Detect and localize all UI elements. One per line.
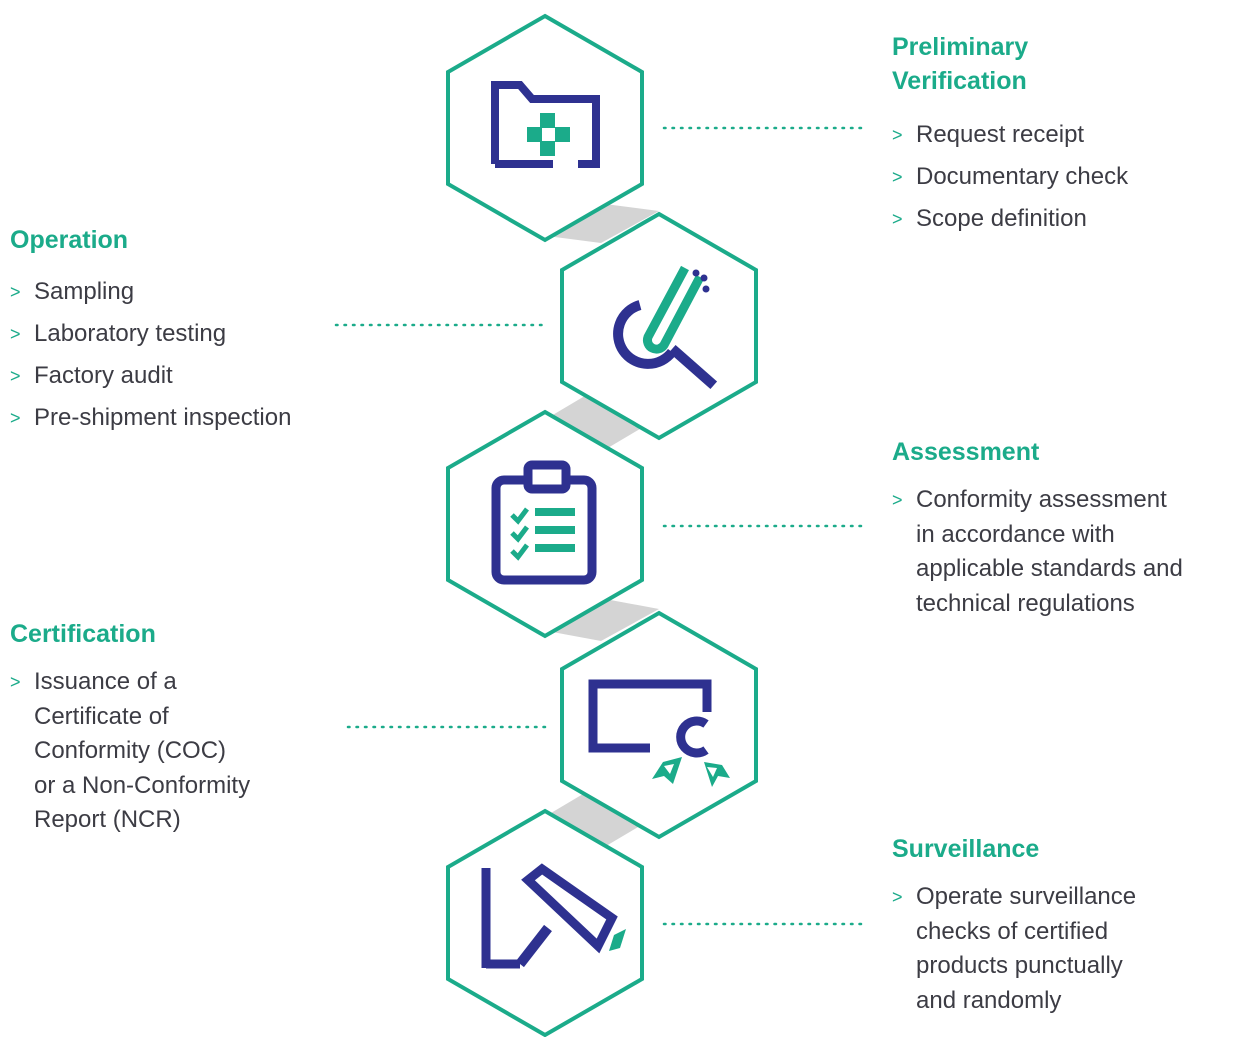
bullet-arrow-icon: > — [892, 167, 903, 187]
bullet-arrow-icon: > — [10, 282, 21, 302]
item-text-line: products punctually — [916, 952, 1123, 979]
list-item: > Conformity assessment in accordance wi… — [892, 483, 1237, 621]
hexagon-certification — [560, 610, 758, 840]
bullet-arrow-icon: > — [892, 125, 903, 145]
item-text-line: Certificate of — [34, 702, 169, 730]
stage-title: Surveillance — [892, 835, 1040, 863]
list-item: > Factory audit — [10, 355, 350, 397]
item-text-line: Conformity assessment — [916, 486, 1167, 513]
stage-certification: Certification > Issuance of a Certificat… — [10, 620, 340, 838]
stage-title: Certification — [10, 620, 156, 648]
bullet-arrow-icon: > — [10, 672, 21, 692]
list-item: > Request receipt — [892, 114, 1232, 156]
item-text: Factory audit — [34, 362, 173, 389]
stage-items: > Request receipt > Documentary check > Sco… — [892, 114, 1232, 240]
stage-items: > Operate surveillance checks of certifi… — [892, 880, 1232, 1018]
bullet-arrow-icon: > — [10, 324, 21, 344]
certificate-ribbon-icon — [588, 679, 730, 787]
surveillance-camera-icon — [481, 863, 626, 969]
item-text-line: Report (NCR) — [34, 806, 181, 833]
stage-title-line: Verification — [892, 67, 1027, 95]
list-item: > Operate surveillance checks of certifi… — [892, 880, 1232, 1018]
item-text-line: in accordance with — [916, 520, 1115, 548]
connector-1-2 — [547, 204, 659, 243]
list-item: > Laboratory testing — [10, 313, 350, 355]
list-item: > Scope definition — [892, 198, 1232, 240]
list-item: > Pre-shipment inspection — [10, 397, 350, 439]
stage-title: Assessment — [892, 438, 1040, 466]
stage-preliminary-verification: Preliminary Verification > Request receip… — [892, 30, 1232, 240]
bullet-arrow-icon: > — [10, 408, 21, 428]
stage-title: Preliminary Verification — [892, 30, 1232, 98]
list-item: > Issuance of a Certificate of Conformit… — [10, 665, 340, 838]
hexagon-surveillance — [446, 808, 644, 1037]
hexagons — [446, 13, 758, 1037]
connector-4-5 — [551, 781, 655, 849]
item-text: Documentary check — [916, 163, 1129, 190]
folder-plus-icon — [491, 81, 600, 168]
stage-operation: Operation > Sampling > Laboratory testing … — [10, 226, 350, 439]
item-text-line: applicable standards and — [916, 555, 1183, 582]
connector-3-4 — [547, 599, 659, 641]
stage-items: > Conformity assessment in accordance wi… — [892, 483, 1237, 621]
item-text: Laboratory testing — [34, 320, 227, 347]
stage-title-line: Preliminary — [892, 33, 1029, 61]
list-item: > Documentary check — [892, 156, 1232, 198]
test-tube-magnifier-icon — [613, 265, 718, 390]
leader-lines — [334, 126, 868, 926]
bullet-arrow-icon: > — [892, 490, 903, 510]
item-text-line: and randomly — [916, 986, 1062, 1014]
item-text-line: or a Non-Conformity — [34, 771, 251, 799]
list-item: > Sampling — [10, 271, 350, 313]
connector-2-3-band — [551, 384, 655, 452]
stage-assessment: Assessment > Conformity assessment in ac… — [892, 438, 1237, 621]
item-text: Scope definition — [916, 205, 1087, 232]
item-text-line: Conformity (COC) — [34, 737, 227, 764]
stage-surveillance: Surveillance > Operate surveillance chec… — [892, 835, 1232, 1018]
item-text: Request receipt — [916, 121, 1085, 148]
item-text-line: Issuance of a — [34, 668, 177, 695]
stage-title: Operation — [10, 226, 129, 254]
stage-items: > Issuance of a Certificate of Conformit… — [10, 665, 340, 838]
bullet-arrow-icon: > — [10, 366, 21, 386]
item-text-line: checks of certified — [916, 917, 1109, 945]
bullet-arrow-icon: > — [892, 209, 903, 229]
item-text: Sampling — [34, 278, 135, 305]
clipboard-checklist-icon — [491, 460, 597, 585]
connectors — [547, 204, 659, 849]
item-text-line: Operate surveillance — [916, 883, 1137, 910]
item-text: Pre-shipment inspection — [34, 404, 292, 431]
item-text-line: technical regulations — [916, 589, 1135, 617]
stage-items: > Sampling > Laboratory testing > Factory a… — [10, 271, 350, 439]
bullet-arrow-icon: > — [892, 887, 903, 907]
